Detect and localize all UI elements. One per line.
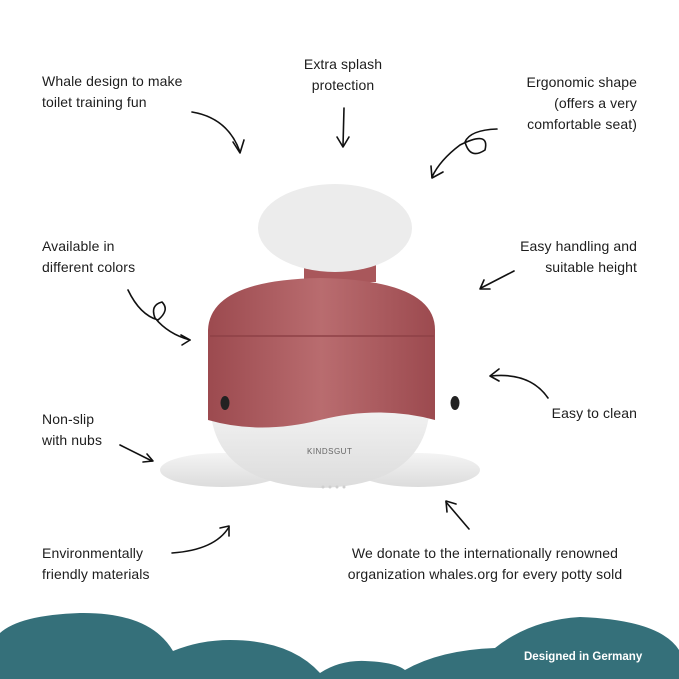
feature-ergonomic-shape: Ergonomic shape (offers a very comfortab… [526, 74, 637, 132]
feature-donation: We donate to the internationally renowne… [347, 545, 623, 582]
arrow-icon-whale-design [191, 111, 245, 154]
feature-nonslip: Non-slip with nubs [42, 411, 103, 448]
arrow-icon-nonslip [119, 444, 154, 463]
arrow-icon-handling [479, 270, 515, 290]
feature-materials: Environmentally friendly materials [42, 545, 150, 582]
feature-handling: Easy handling and suitable height [520, 238, 637, 275]
footer-designed-in-germany: Designed in Germany [524, 651, 643, 663]
footer-cloud-shape [0, 612, 679, 679]
brand-logo: KINDSGUT [307, 447, 353, 456]
arrow-icon-materials [171, 525, 230, 554]
feature-splash-protection: Extra splash protection [303, 56, 383, 93]
potty-product-image [160, 184, 480, 489]
arrow-icon-ergonomic [430, 128, 498, 179]
feature-easy-clean: Easy to clean [551, 405, 637, 421]
arrow-icon-colors [127, 289, 191, 346]
arrow-icon-clean [489, 368, 549, 399]
feature-whale-design: Whale design to make toilet training fun [42, 73, 183, 110]
feature-colors: Available in different colors [42, 238, 136, 275]
arrow-icon-splash [336, 107, 350, 148]
arrow-icon-donate [445, 500, 470, 530]
